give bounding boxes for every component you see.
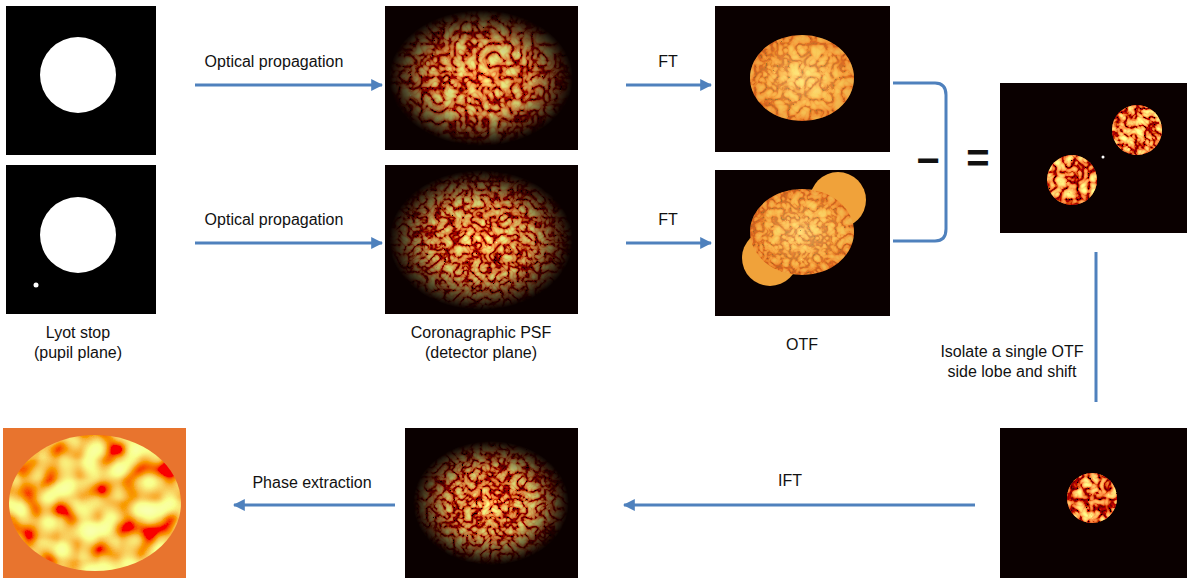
flow-arrow [195, 242, 382, 245]
flow-arrow [195, 84, 382, 87]
pupil-panel [6, 6, 156, 155]
phase-map [9, 435, 181, 571]
difference-panel [1000, 83, 1187, 233]
pupil-aperture [40, 37, 116, 113]
psf-panel [385, 6, 578, 150]
panel-caption: Lyot stop (pupil plane) [26, 323, 131, 363]
otf-core [750, 35, 854, 121]
step-label: FT [658, 52, 678, 72]
otf-side-lobe-texture [1112, 105, 1162, 155]
panel-caption: Coronagraphic PSF (detector plane) [401, 323, 561, 363]
psf-panel [385, 165, 578, 314]
flow-arrow [626, 242, 711, 245]
step-label: Optical propagation [205, 52, 344, 72]
field-panel [405, 428, 578, 578]
speckle-psf [389, 10, 573, 146]
flow-arrow [234, 504, 395, 507]
step-label: IFT [778, 471, 802, 491]
otf-texture [750, 189, 854, 275]
otf-side-lobe [1067, 473, 1117, 523]
otf-panel [715, 170, 890, 316]
otf-side-lobe [1047, 155, 1097, 205]
center-dot [1102, 156, 1105, 159]
lobe-panel [1000, 428, 1187, 578]
speckle-psf [389, 170, 573, 310]
bracket [893, 83, 946, 241]
operator-symbol: = [966, 138, 989, 178]
pinhole [34, 283, 39, 288]
otf-side-lobe-texture [1047, 155, 1097, 205]
panel-caption: OTF [786, 335, 818, 355]
speckle-field [413, 441, 569, 565]
step-label: Isolate a single OTF side lobe and shift [932, 342, 1092, 382]
otf-panel [715, 6, 890, 152]
pupil-panel [6, 165, 156, 314]
operator-symbol: − [916, 140, 939, 180]
step-label: Phase extraction [252, 473, 371, 493]
step-label: FT [658, 210, 678, 230]
otf-side-lobe [1112, 105, 1162, 155]
otf-side-lobe-texture [1067, 473, 1117, 523]
otf-texture [750, 35, 854, 121]
flow-arrow [626, 84, 711, 87]
flow-arrow [624, 504, 975, 507]
phase-panel [3, 428, 186, 578]
pupil-aperture [40, 197, 116, 273]
flow-line [1095, 252, 1098, 402]
otf-core [750, 189, 854, 275]
step-label: Optical propagation [205, 210, 344, 230]
